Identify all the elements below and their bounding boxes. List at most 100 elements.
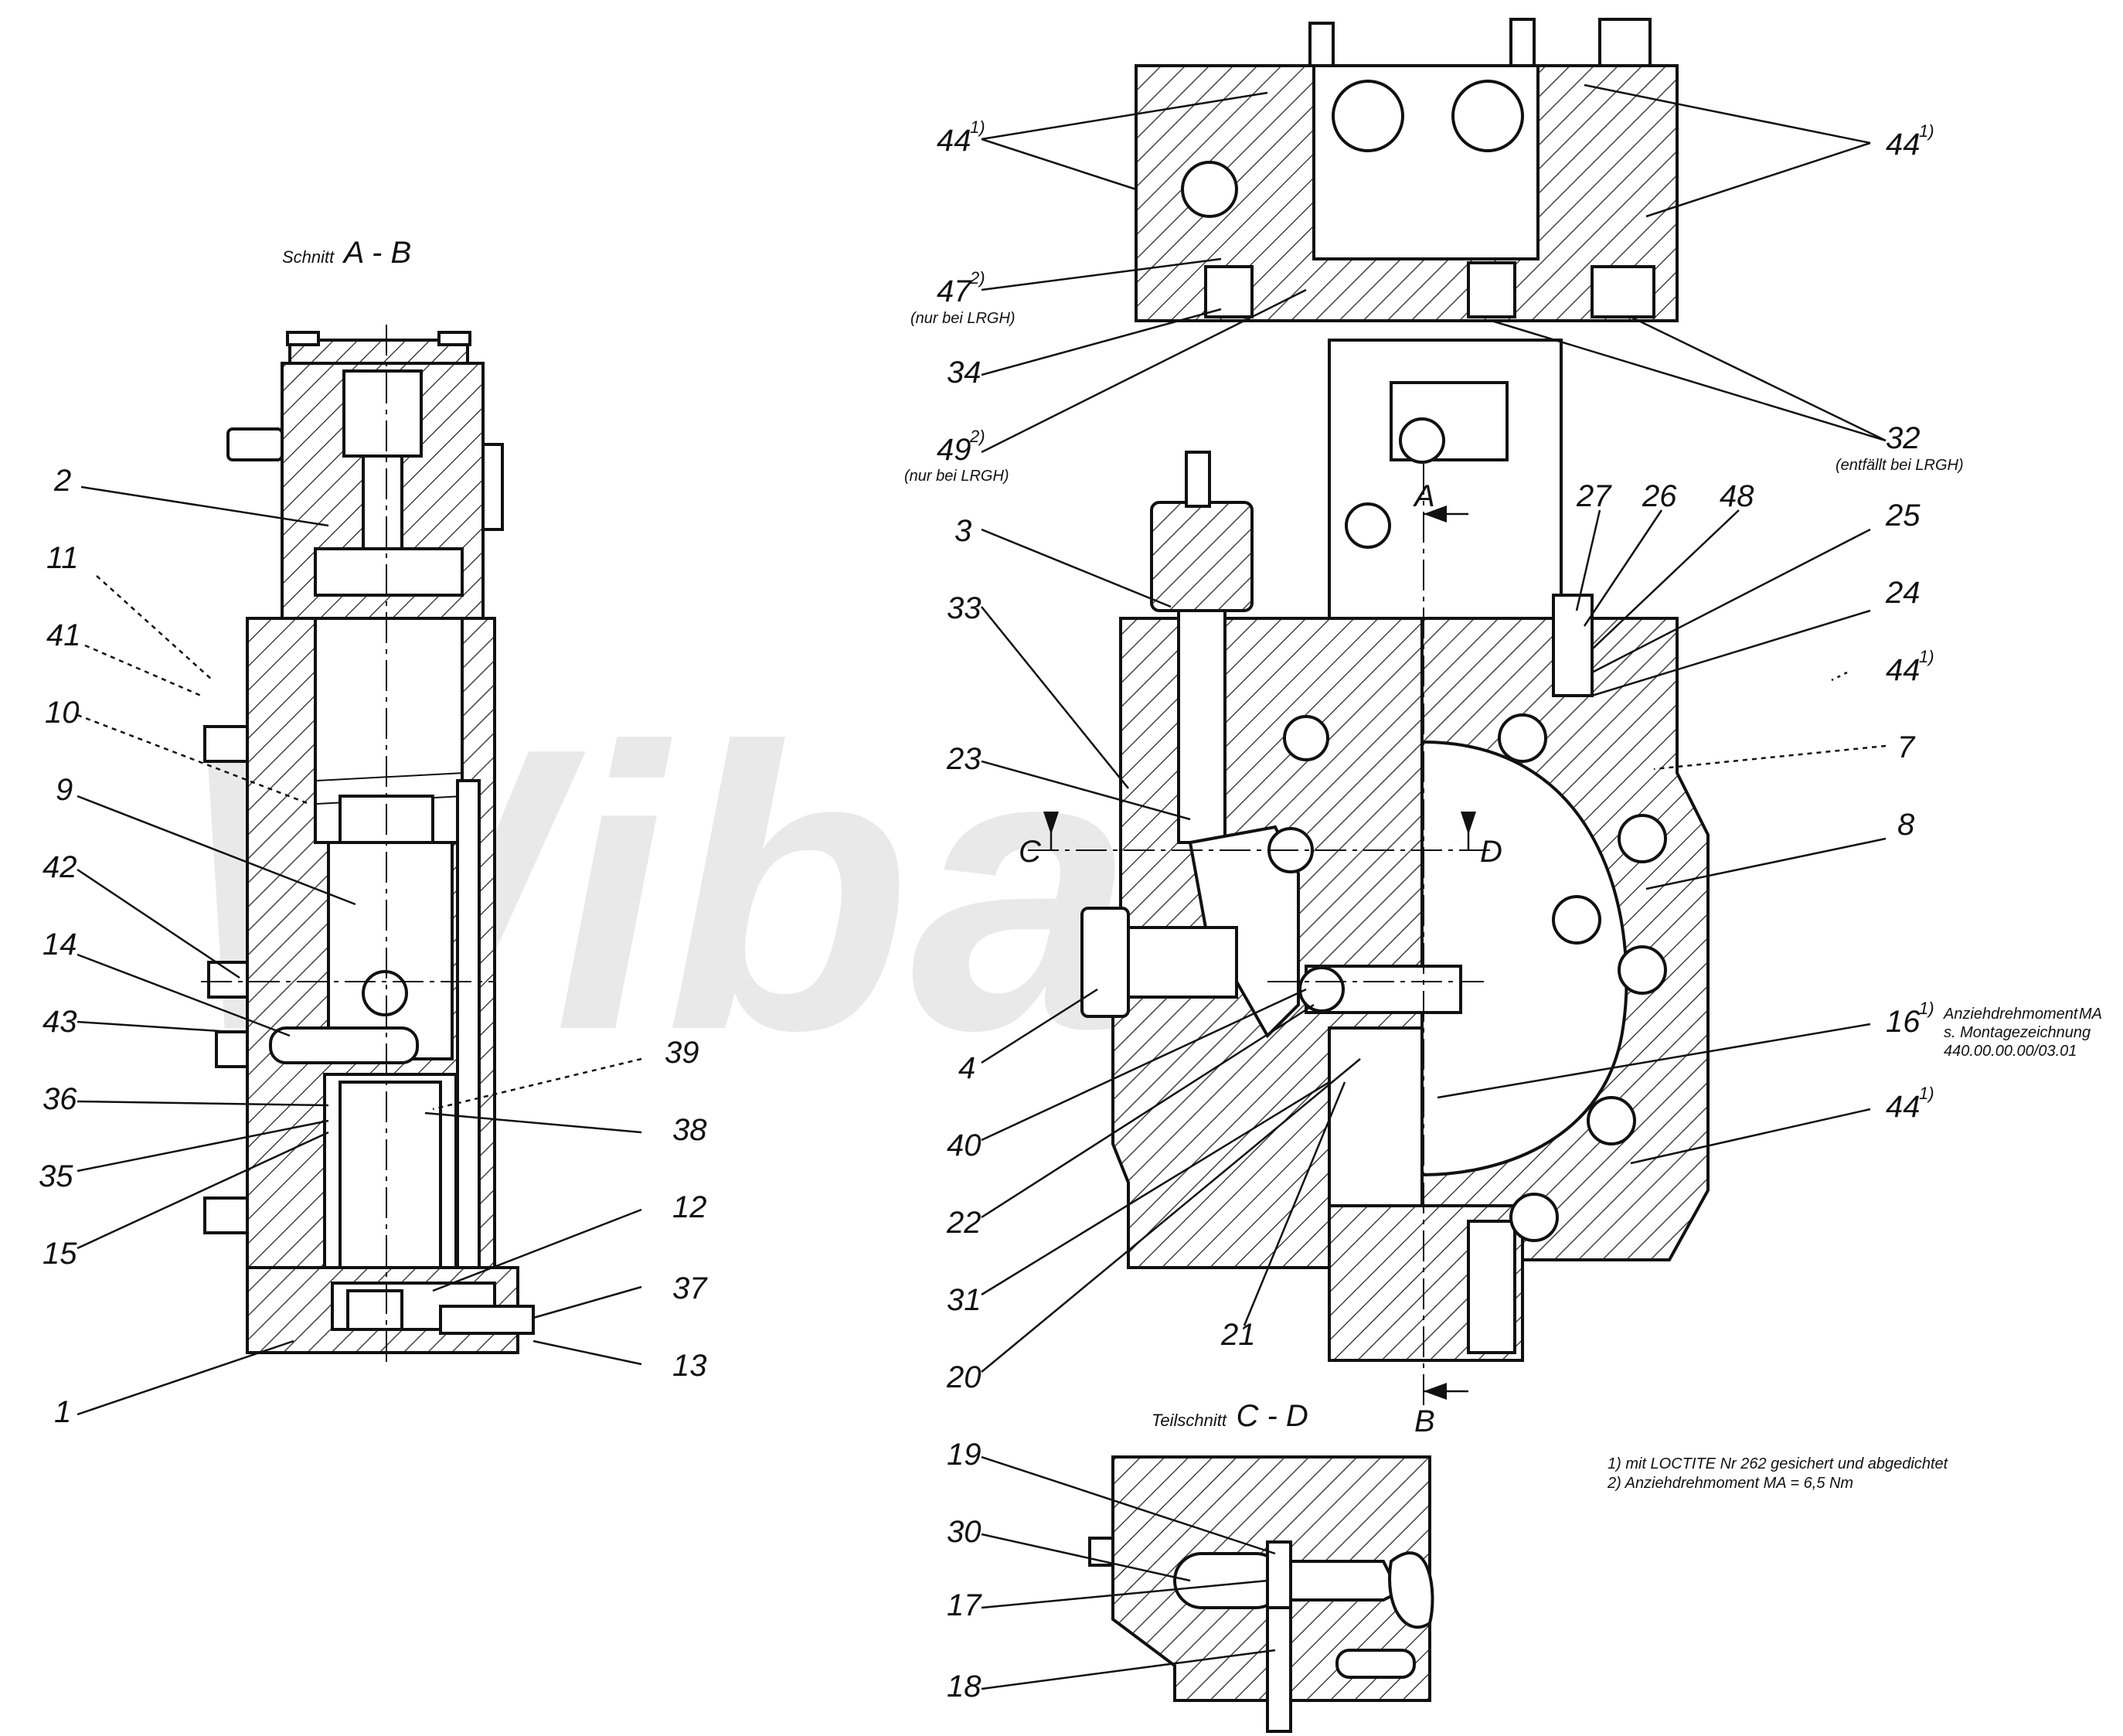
bottom-plug [346, 1289, 403, 1331]
stud-10 [203, 725, 249, 763]
note-16-drawing-ref: 440.00.00.00/03.01 [1944, 1043, 2077, 1060]
upper-valve-bore [342, 369, 423, 458]
label-22: 22 [946, 1206, 982, 1240]
arrow-d-head [1461, 812, 1476, 835]
port-circle-7 [1509, 1193, 1559, 1242]
note-16-montagezeichnung: s. Montagezeichnung [1944, 1024, 2091, 1041]
port-circle-2 [1618, 814, 1667, 863]
label-10: 10 [45, 696, 80, 730]
label-16-sup: 1) [1919, 999, 1934, 1018]
label-30: 30 [947, 1515, 982, 1549]
letter-a: A [1413, 479, 1435, 513]
cd-slot [1335, 1649, 1416, 1679]
label-32: 32 [1886, 421, 1921, 455]
top-port-right [1451, 80, 1524, 152]
side-channel [456, 779, 481, 1269]
label-19: 19 [947, 1438, 982, 1472]
main-section-view [1028, 339, 1710, 1407]
top-stud-1 [1308, 22, 1335, 67]
label-37: 37 [672, 1271, 708, 1305]
note-32-entfaellt: (entfällt bei LRGH) [1836, 457, 1964, 474]
port-circle-6 [1283, 715, 1329, 761]
part-labels: 2 11 41 10 9 42 14 43 36 35 15 1 39 38 1… [39, 117, 2102, 1704]
side-fitting-top [226, 427, 284, 461]
label-18: 18 [947, 1670, 982, 1704]
label-49-sup: 2) [969, 427, 985, 446]
label-16: 16 [1886, 1005, 1921, 1039]
arrow-c-head [1043, 812, 1059, 835]
lower-bolt [1467, 1220, 1516, 1354]
side-plate [481, 443, 504, 531]
fitting-13 [439, 1305, 535, 1335]
letter-b: B [1414, 1404, 1435, 1438]
letter-d: D [1480, 835, 1502, 869]
label-41: 41 [46, 618, 81, 652]
arrow-b-head [1424, 1383, 1447, 1400]
lever-14 [269, 1026, 419, 1064]
label-9: 9 [56, 773, 73, 807]
control-spool-bore [1177, 609, 1227, 844]
label-33: 33 [947, 591, 982, 625]
label-15: 15 [43, 1237, 77, 1271]
footnote-2: 2) Anziehdrehmoment MA = 6,5 Nm [1607, 1475, 1853, 1492]
label-44-mid-sup: 1) [1919, 647, 1934, 666]
plug-4-thread [1127, 926, 1238, 999]
label-12: 12 [672, 1190, 707, 1224]
stud-42 [207, 961, 249, 999]
label-1: 1 [54, 1395, 71, 1429]
label-26: 26 [1642, 479, 1677, 513]
upper-block-bolt [1399, 417, 1445, 464]
label-44-lower-sup: 1) [1919, 1084, 1934, 1103]
label-43: 43 [43, 1005, 77, 1039]
footnotes: 1) mit LOCTITE Nr 262 gesichert und abge… [1607, 1455, 1949, 1492]
label-14: 14 [43, 928, 77, 962]
plug-27 [1552, 594, 1594, 697]
label-31: 31 [947, 1283, 982, 1317]
piston-pin [362, 970, 408, 1016]
section-cd-view: Teilschnitt C - D [1088, 1399, 1434, 1733]
label-25: 25 [1885, 499, 1921, 533]
top-port-left [1332, 80, 1404, 152]
label-23: 23 [946, 742, 982, 776]
label-11: 11 [46, 541, 79, 575]
label-8: 8 [1897, 808, 1915, 842]
label-2: 2 [53, 464, 71, 498]
letter-c: C [1019, 835, 1042, 869]
stud-43 [215, 1030, 249, 1068]
plug-4 [1080, 907, 1130, 1018]
label-27: 27 [1576, 479, 1612, 513]
label-38: 38 [672, 1113, 707, 1147]
spring-chamber-upper [314, 547, 464, 597]
port-circle-4 [1587, 1096, 1636, 1145]
section-ab-view: Schnitt A - B [201, 236, 535, 1368]
piston-ball [1298, 966, 1345, 1013]
stud-lower [203, 1196, 249, 1234]
label-44-mid: 44 [1886, 653, 1921, 687]
cap-screw-right [437, 331, 471, 346]
footnote-1: 1) mit LOCTITE Nr 262 gesichert und abge… [1608, 1455, 1949, 1472]
label-20: 20 [946, 1360, 982, 1394]
label-44-top-right: 44 [1886, 128, 1921, 162]
label-49: 49 [937, 433, 971, 467]
note-16-ma: MA [2079, 1006, 2102, 1023]
port-circle-1 [1498, 713, 1547, 763]
label-44-top-left-sup: 1) [970, 117, 985, 137]
label-44-top-right-sup: 1) [1919, 121, 1934, 141]
upper-valve-stem [362, 454, 403, 550]
label-34: 34 [947, 356, 982, 390]
label-39: 39 [665, 1036, 699, 1070]
note-47-nur-bei-lrgh: (nur bei LRGH) [910, 310, 1016, 327]
label-42: 42 [43, 850, 77, 884]
label-47: 47 [937, 274, 972, 308]
label-36: 36 [43, 1082, 77, 1116]
label-3: 3 [954, 514, 971, 548]
cap-screw-left [286, 331, 320, 346]
port-circle-5 [1552, 895, 1601, 945]
section-ab-title: Schnitt A - B [282, 236, 411, 270]
label-35: 35 [39, 1159, 73, 1193]
upper-block-hole [1345, 502, 1391, 549]
label-7: 7 [1897, 730, 1916, 764]
label-44-top-left: 44 [937, 124, 971, 158]
label-48: 48 [1720, 479, 1754, 513]
top-stud-3 [1598, 18, 1652, 67]
